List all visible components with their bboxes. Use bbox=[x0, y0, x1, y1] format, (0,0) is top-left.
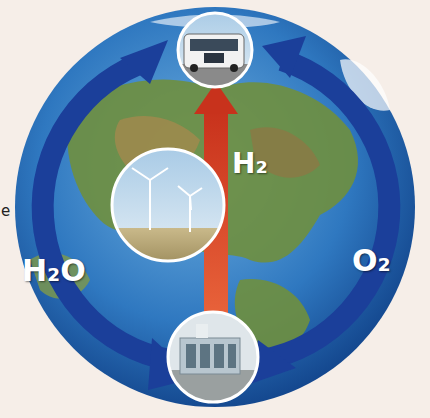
flow-label: O₂ bbox=[352, 246, 391, 276]
cut-text: e bbox=[1, 204, 10, 219]
flow-label: H₂ bbox=[232, 150, 268, 178]
flow-label: H₂O bbox=[22, 256, 86, 286]
